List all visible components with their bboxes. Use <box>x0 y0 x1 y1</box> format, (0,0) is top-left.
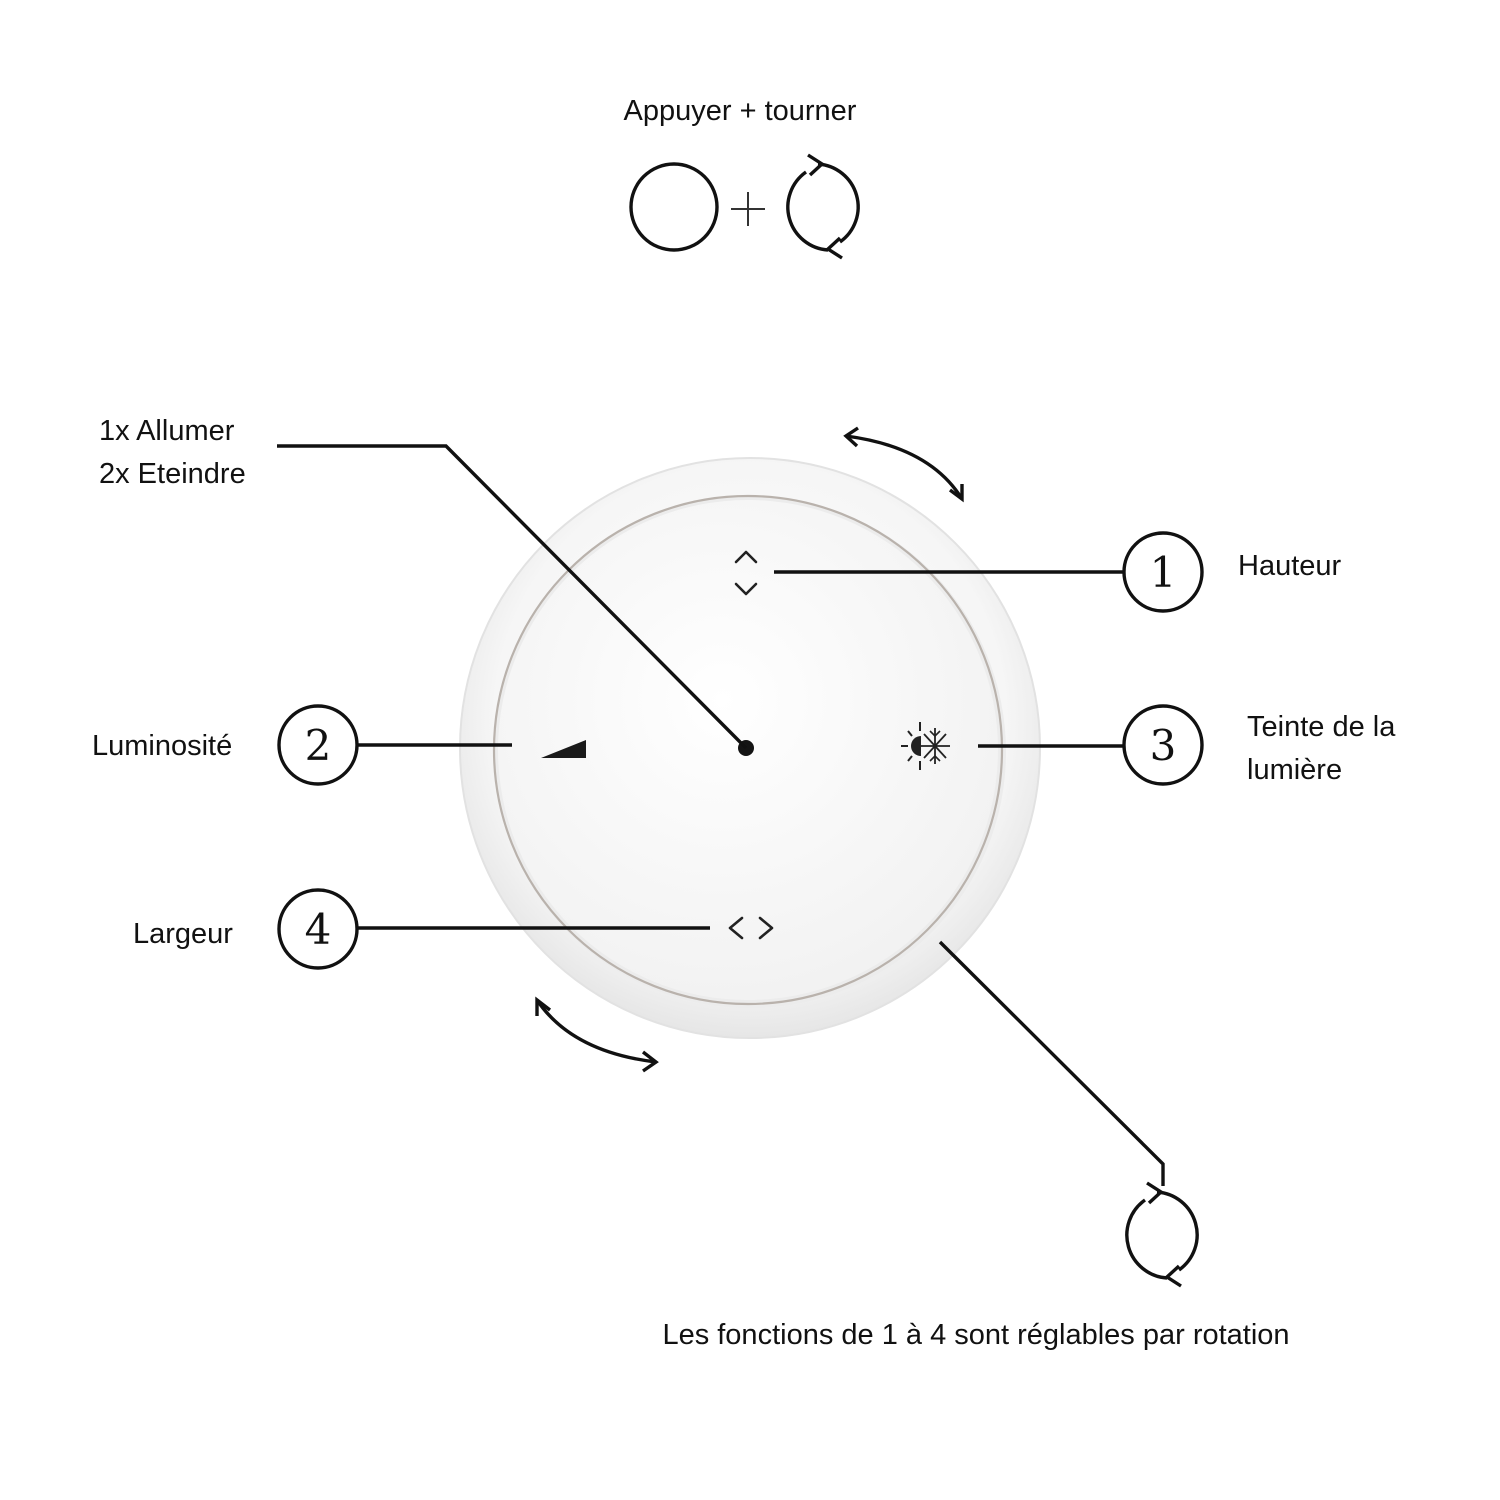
function-1-label: Hauteur <box>1238 550 1342 582</box>
function-4-number: 4 <box>305 905 332 954</box>
brightness-wedge-icon[interactable] <box>541 740 586 758</box>
rotate-icon <box>786 153 860 260</box>
center-button-leader-line <box>277 444 748 750</box>
left-right-chevrons-icon[interactable] <box>728 916 774 940</box>
rotate-adjust-icon <box>1125 1181 1199 1288</box>
function-2-callout: 2 <box>277 704 359 786</box>
sun-snowflake-icon[interactable] <box>901 722 950 770</box>
press-icon <box>629 162 719 252</box>
function-4-label: Largeur <box>133 918 233 950</box>
center-action-line-2: 2x Eteindre <box>99 458 246 490</box>
function-1-number: 1 <box>1150 548 1177 597</box>
function-2-label: Luminosité <box>92 730 232 762</box>
function-3-number: 3 <box>1150 721 1177 770</box>
press-rotate-title: Appuyer + tourner <box>624 95 857 127</box>
function-1-callout: 1 <box>1122 531 1204 613</box>
plus-icon <box>731 192 765 226</box>
rotation-arrow-bottom-icon <box>535 996 659 1073</box>
function-3-label-line-2: lumière <box>1247 754 1342 786</box>
rotation-arrow-top-icon <box>843 426 964 503</box>
function-3-label-line-1: Teinte de la <box>1247 711 1396 743</box>
rotation-leader-line <box>938 940 1165 1186</box>
up-down-chevrons-icon[interactable] <box>734 550 758 596</box>
function-4-callout: 4 <box>277 888 359 970</box>
function-2-number: 2 <box>305 721 332 770</box>
function-3-callout: 3 <box>1122 704 1204 786</box>
center-action-line-1: 1x Allumer <box>99 415 235 447</box>
dial-face-edge <box>492 494 1004 1006</box>
footer-caption: Les fonctions de 1 à 4 sont réglables pa… <box>662 1319 1289 1351</box>
